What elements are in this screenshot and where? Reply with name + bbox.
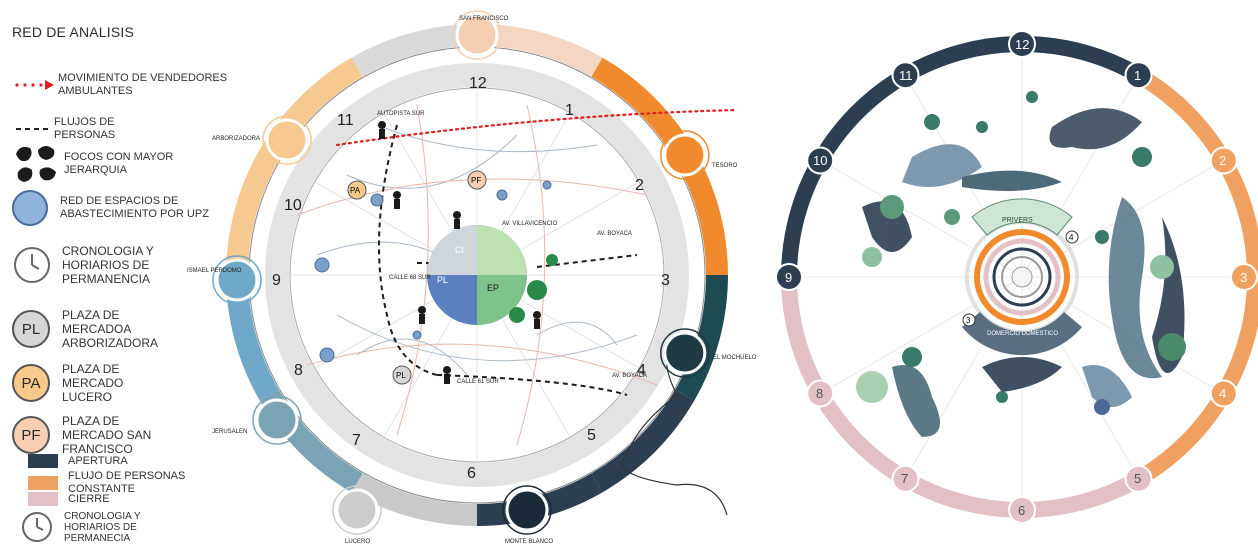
street-av-villavicencio: AV. VILLAVICENCIO [502, 221, 558, 227]
right-hour-2: 2 [1219, 153, 1226, 168]
legend-item-chronology: CRONOLOGIA Y HORIARIOS DE PERMANENCIA [12, 244, 182, 286]
legend-label-vendors: MOVIMIENTO DE VENDEDORES AMBULANTES [58, 72, 228, 97]
legend-item-pf: PF PLAZA DE MERCADO SAN FRANCISCO [12, 414, 172, 456]
left-hour-12: 12 [469, 75, 487, 92]
right-hour-3: 3 [1240, 270, 1247, 285]
street-calle-68: CALLE 68 SUR [389, 275, 431, 281]
center-label-ep: EP [487, 283, 499, 293]
place-jerusalen: JERUSALEN [212, 429, 247, 435]
legend-label-pa: PLAZA DE MERCADO LUCERO [62, 362, 124, 404]
swatch-apertura [28, 454, 58, 468]
center-label-ci: CI [455, 245, 464, 255]
right-hour-5: 5 [1134, 471, 1141, 486]
legend-item-flows: FLUJOS DE PERSONAS [14, 116, 154, 142]
right-hour-4: 4 [1219, 386, 1226, 401]
left-hour-11: 11 [337, 112, 354, 129]
badge-pl: PL [12, 310, 50, 348]
center-label-pl: PL [437, 275, 448, 285]
swatch-label-cierre: CIERRE [68, 492, 110, 505]
black-blob-icon [16, 146, 56, 182]
legend-title: RED DE ANALISIS [12, 24, 135, 40]
legend-item-foci: FOCOS CON MAYOR JERARQUIA [10, 142, 194, 186]
right-band-bottom: DOMERCIO DOMESTICO [987, 331, 1058, 337]
right-marker-4: 4 [1069, 233, 1074, 242]
legend-label-network: RED DE ESPACIOS DE ABASTECIMIENTO POR UP… [60, 195, 209, 220]
left-hour-1: 1 [565, 102, 574, 119]
place-lucero: LUCERO [345, 539, 370, 545]
left-hour-3: 3 [661, 272, 670, 289]
street-av-boyaca-1: AV. BOYACA [597, 231, 632, 237]
legend-item-network: RED DE ESPACIOS DE ABASTECIMIENTO POR UP… [12, 190, 210, 226]
street-autopista-sur: AUTOPISTA SUR [377, 111, 425, 117]
legend-panel: RED DE ANALISIS MOVIMIENTO DE VENDEDORES… [0, 0, 235, 546]
left-hour-8: 8 [294, 362, 303, 379]
badge-pa: PA [12, 364, 50, 402]
right-hour-12: 12 [1015, 37, 1029, 52]
right-hour-7: 7 [901, 471, 908, 486]
badge-pf: PF [12, 416, 50, 454]
left-hour-4: 4 [637, 362, 646, 379]
left-hour-7: 7 [352, 432, 361, 449]
right-network-diagram: PRIVERS DOMERCIO DOMESTICO 4 3 12 1 2 3 … [775, 30, 1258, 524]
street-av-boyaca-2: AV. BOYACA [612, 373, 647, 379]
legend-swatch-constante: FLUJO DE PERSONAS CONSTANTE [28, 470, 208, 496]
left-hour-6: 6 [467, 465, 476, 482]
legend-label-foci: FOCOS CON MAYOR JERARQUIA [64, 151, 174, 176]
legend-item-clock-note: CRONOLOGIA Y HORIARIOS DE PERMANECIA [20, 510, 164, 544]
left-hour-9: 9 [272, 272, 281, 289]
place-monte-blanco: MONTE BLANCO [505, 539, 553, 545]
place-arborizadora: ARBORIZADORA [212, 136, 260, 142]
left-hour-2: 2 [635, 177, 644, 194]
swatch-label-apertura: APERTURA [68, 454, 128, 467]
place-markers [212, 10, 710, 535]
legend-label-chronology: CRONOLOGIA Y HORIARIOS DE PERMANENCIA [62, 244, 154, 286]
legend-swatch-apertura: APERTURA [28, 454, 128, 468]
legend-item-pl: PL PLAZA DE MERCADOA ARBORIZADORA [12, 308, 182, 350]
place-san-francisco: SAN FRANCISCO [459, 16, 509, 22]
right-hour-9: 9 [785, 270, 792, 285]
left-network-diagram: CI PL EP PA PF PL 12 1 [187, 10, 757, 545]
legend-label-flows: FLUJOS DE PERSONAS [54, 116, 116, 141]
left-hour-labels: 12 1 2 3 4 5 6 7 8 9 10 11 [272, 75, 670, 482]
right-hour-badges: 12 1 2 3 4 5 6 7 8 9 10 11 [775, 30, 1258, 524]
clock-icon [22, 512, 52, 542]
right-marker-3: 3 [966, 316, 971, 325]
swatch-label-constante: FLUJO DE PERSONAS CONSTANTE [68, 470, 186, 495]
node-badge-pl: PL [396, 371, 406, 380]
right-hour-1: 1 [1134, 68, 1141, 83]
right-hour-6: 6 [1018, 503, 1025, 518]
right-hour-10: 10 [813, 153, 827, 168]
red-dotted-arrow-icon [15, 80, 54, 90]
clock-icon [14, 247, 50, 283]
node-badge-pa: PA [350, 186, 361, 195]
place-el-mochuelo: EL MOCHUELO [713, 355, 757, 361]
node-badge-pf: PF [471, 176, 481, 185]
swatch-cierre [28, 492, 58, 506]
right-hour-11: 11 [899, 68, 913, 83]
street-calle-61: CALLE 61 SUR [457, 379, 499, 385]
place-ismael-perdomo: ISMAEL PERDOMO [187, 268, 242, 274]
blue-circle-icon [12, 190, 48, 226]
legend-label-pl: PLAZA DE MERCADOA ARBORIZADORA [62, 308, 159, 350]
left-hour-5: 5 [587, 427, 596, 444]
left-hour-10: 10 [284, 197, 302, 214]
swatch-constante [28, 476, 58, 490]
legend-label-pf: PLAZA DE MERCADO SAN FRANCISCO [62, 414, 152, 456]
right-band-top: PRIVERS [1002, 217, 1033, 224]
legend-item-pa: PA PLAZA DE MERCADO LUCERO [12, 362, 152, 404]
legend-item-vendors: MOVIMIENTO DE VENDEDORES AMBULANTES [14, 72, 228, 98]
legend-swatch-cierre: CIERRE [28, 492, 110, 506]
right-hour-8: 8 [816, 386, 823, 401]
place-tesoro: TESORO [712, 163, 738, 169]
black-dashed-line-icon [16, 128, 52, 130]
legend-label-clock-note: CRONOLOGIA Y HORIARIOS DE PERMANECIA [64, 510, 141, 544]
